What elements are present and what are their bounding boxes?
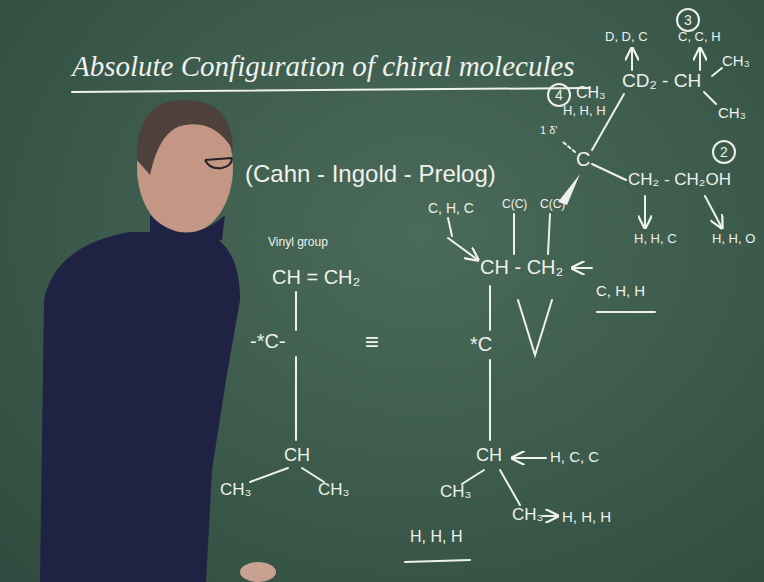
chalk-label: 1 δ' (540, 124, 557, 137)
chalk-line (712, 68, 722, 76)
chalk-label: CH₃ (722, 52, 750, 69)
chalk-label: CH (476, 445, 502, 466)
chalk-label: CH (284, 445, 310, 466)
chalk-label: C(C) (502, 198, 527, 212)
circled-number: 3 (676, 8, 700, 32)
chalk-line (462, 470, 484, 484)
chalk-line (295, 357, 297, 440)
chalk-label: CH₃ (440, 482, 471, 502)
chalk-line (548, 214, 550, 254)
chalk-label: CH₂ - CH₂OH (628, 170, 731, 190)
chalk-line (631, 48, 633, 70)
chalk-line (489, 286, 491, 330)
chalk-line (597, 311, 655, 313)
chalk-line (572, 267, 592, 269)
chalk-line (563, 142, 575, 152)
chalk-line (250, 468, 288, 482)
chalk-line (592, 164, 626, 180)
chalk-line (512, 457, 546, 459)
chalk-line (699, 48, 701, 70)
chalk-label: D, D, C (605, 30, 648, 45)
lecturer (40, 100, 276, 582)
chalk-label: H, H, H (563, 104, 606, 119)
chalk-label: C, H, C (428, 200, 474, 216)
chalk-label: CH₃ (718, 104, 746, 121)
circled-number: 2 (712, 140, 736, 164)
chalk-label: CH = CH₂ (272, 266, 360, 289)
chalk-label: ≡ (365, 328, 379, 356)
chalk-label: CH₃ (512, 505, 543, 525)
chalk-label: C (576, 148, 590, 171)
chalk-line (489, 360, 491, 440)
chalk-line (518, 300, 552, 355)
circle-number-text: 2 (720, 145, 728, 159)
chalk-label: H, H, H (410, 528, 462, 546)
chalk-line (72, 88, 590, 92)
chalk-label: -*C- (250, 330, 286, 353)
chalk-line (448, 238, 478, 260)
chalk-label: C(C) (540, 198, 565, 212)
chalk-label: *C (470, 333, 492, 356)
chalk-label: C, H, H (596, 282, 645, 299)
chalk-line (705, 196, 722, 228)
chalk-line (405, 560, 470, 562)
chalk-label: Vinyl group (268, 236, 328, 250)
chalk-line (500, 470, 520, 505)
chalk-line (302, 468, 324, 482)
chalk-label: CH - CH₂ (480, 256, 563, 279)
chalk-label: H, H, H (562, 508, 611, 525)
chalk-line (543, 515, 558, 517)
chalk-label: H, H, O (712, 232, 755, 247)
circle-number-text: 4 (555, 88, 563, 102)
chalk-label: (Cahn - Ingold - Prelog) (245, 160, 496, 188)
board-title: Absolute Configuration of chiral molecul… (72, 50, 575, 83)
chalk-label: C, C, H (678, 30, 721, 45)
chalk-line (448, 218, 452, 236)
chalk-label: CH₃ (318, 480, 349, 500)
chalk-line (644, 196, 646, 228)
circle-number-text: 3 (684, 13, 692, 27)
chalk-label: CD₂ - CH (622, 70, 701, 92)
chalk-label: CH₃ (220, 480, 251, 500)
chalk-line (704, 92, 716, 104)
chalk-label: H, C, C (550, 448, 599, 465)
circled-number: 4 (547, 83, 571, 107)
chalk-label: CH₃ (576, 84, 606, 102)
chalk-line (592, 94, 624, 150)
chalk-line (513, 214, 515, 254)
chalk-label: H, H, C (634, 232, 677, 247)
chalk-line (295, 292, 297, 330)
